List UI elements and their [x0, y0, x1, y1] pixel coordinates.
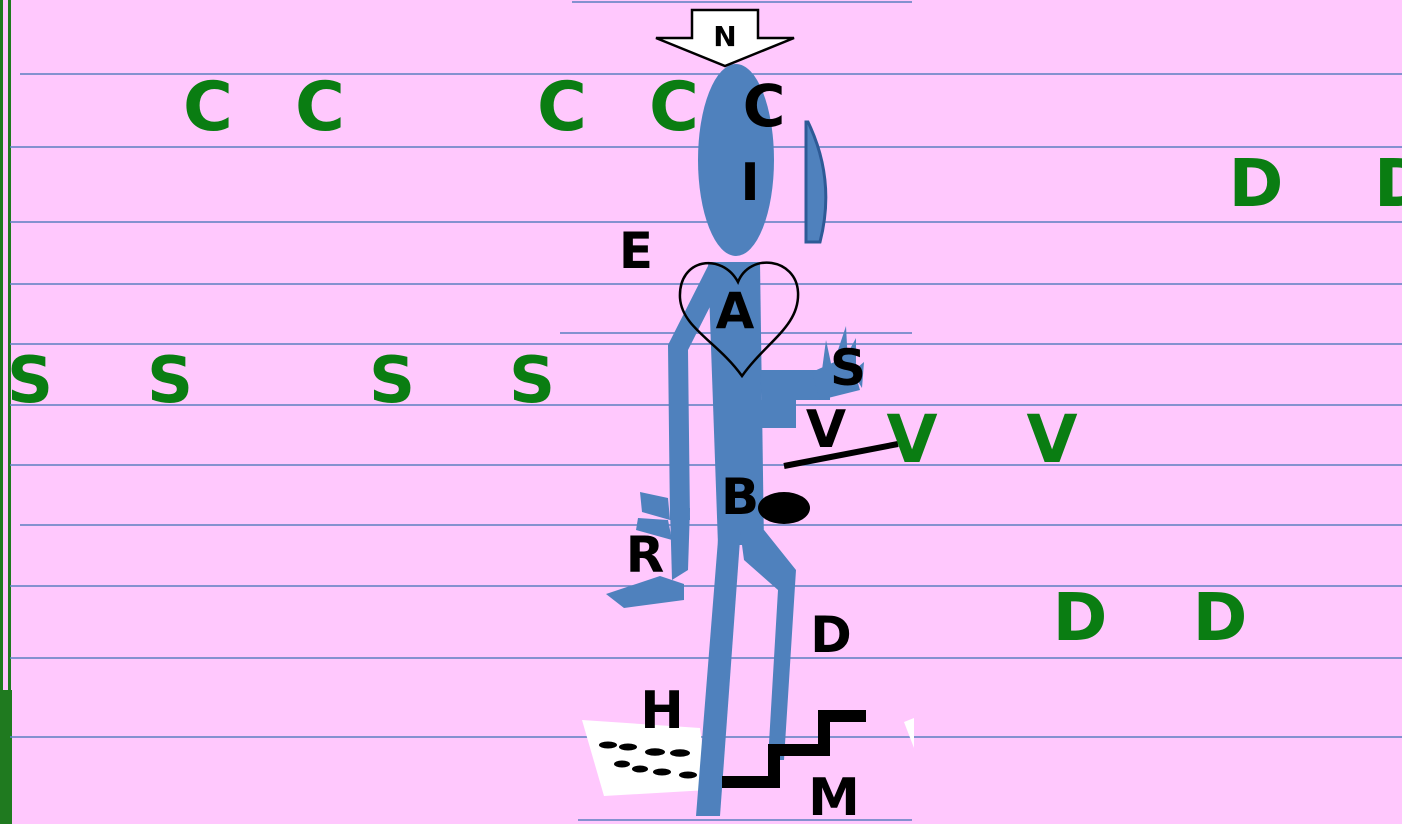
left-leg [696, 540, 740, 816]
green-c-1: C [183, 68, 233, 147]
left-border [0, 0, 12, 824]
label-b-belly: B [721, 468, 759, 526]
stick-figure [606, 64, 864, 816]
stick [783, 441, 899, 469]
green-v-1: V [886, 401, 937, 478]
green-c-2: C [295, 68, 345, 147]
label-h-paper: H [640, 681, 684, 741]
rule-lines [10, 1, 1402, 821]
paper-sheet [582, 720, 708, 796]
paper-corner [904, 718, 914, 748]
green-d-bottom-2: D [1193, 579, 1248, 656]
label-v-stick: V [806, 400, 846, 460]
label-i-head: I [740, 153, 759, 213]
label-m-stairs: M [808, 768, 860, 824]
green-d-top-2: D [1374, 145, 1402, 222]
heart-icon [678, 261, 800, 379]
label-d-knee: D [810, 606, 852, 664]
ear-icon [804, 120, 828, 244]
footprints-icon [599, 741, 697, 779]
ball-icon [758, 492, 810, 524]
green-s-3: S [369, 344, 415, 418]
head [698, 64, 774, 256]
green-c-3: C [537, 68, 587, 147]
label-a-chest: A [716, 282, 755, 340]
torso [708, 262, 764, 545]
north-arrow-icon [655, 8, 795, 68]
green-s-2: S [147, 344, 193, 418]
label-e-shoulder: E [619, 222, 653, 280]
green-s-4: S [509, 344, 555, 418]
green-s-1: S [7, 344, 53, 418]
left-arm [668, 262, 726, 520]
green-v-2: V [1026, 401, 1077, 478]
label-s-hand: S [830, 339, 866, 397]
hand-icon [812, 326, 864, 400]
label-r-wrist: R [626, 526, 665, 584]
label-c-head-top: C [743, 72, 786, 140]
green-c-4: C [649, 68, 699, 147]
green-d-top-1: D [1229, 145, 1284, 222]
lower-hand [606, 492, 690, 608]
stairs-icon [722, 710, 866, 788]
right-forearm [760, 370, 830, 400]
right-leg [740, 530, 796, 760]
green-d-bottom-1: D [1053, 579, 1108, 656]
compass-n-label: N [713, 20, 736, 53]
